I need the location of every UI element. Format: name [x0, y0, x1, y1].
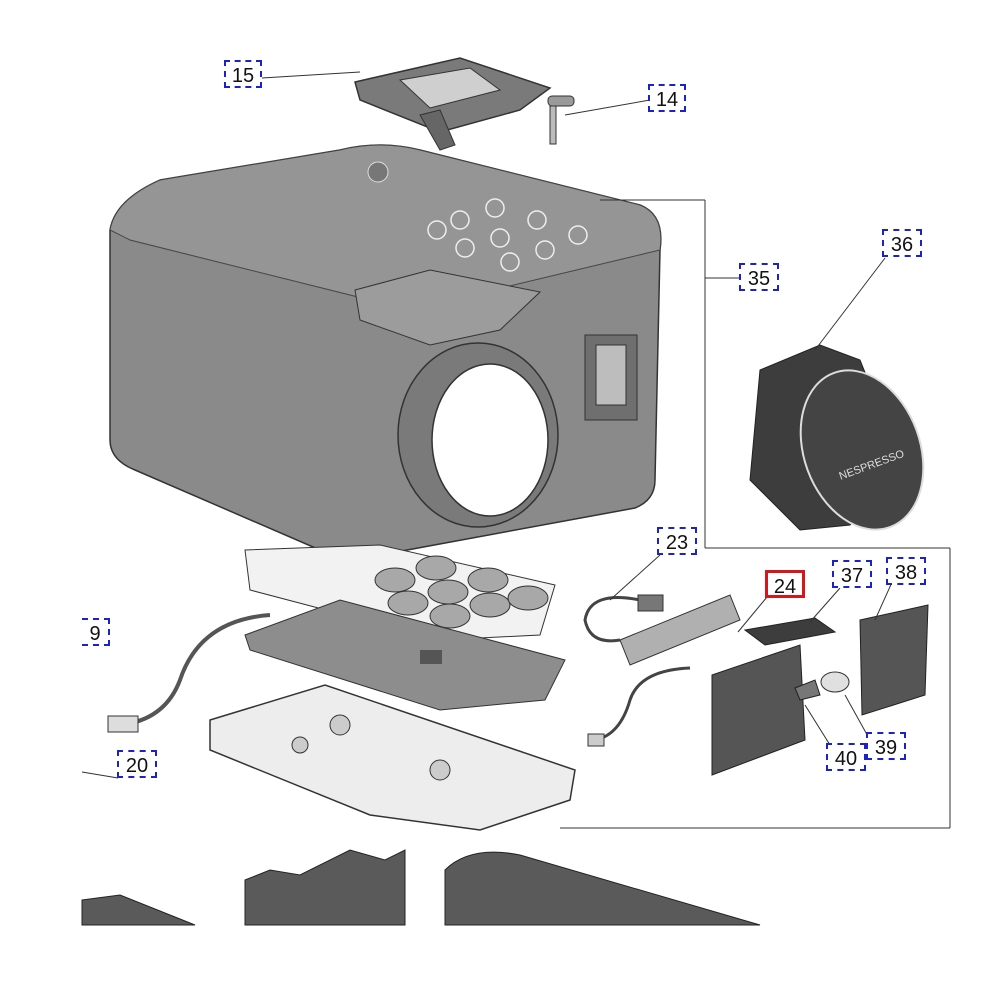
part-35-main-housing: [109, 144, 662, 558]
part-20-cable: [119, 613, 271, 727]
part-39-knob: [820, 671, 850, 693]
callout-40: 40: [826, 743, 866, 771]
part-lower-left: [81, 894, 196, 926]
part-40-spring: [794, 679, 821, 701]
part-15-top-insert: [354, 57, 552, 151]
part-37-plate: [743, 617, 837, 646]
callout-24: 24: [765, 570, 805, 598]
callout-14: 14: [648, 84, 686, 112]
part-36-nespresso-cover: NESPRESSO: [749, 344, 925, 531]
callout-19: 9: [82, 618, 110, 646]
part-14-pin: [547, 95, 575, 145]
part-23-sensor-cable: [583, 594, 691, 747]
part-bottom-tray: [209, 684, 576, 831]
callout-39: 39: [866, 732, 906, 760]
part-button-panel: [244, 544, 556, 641]
part-lower-frame: [244, 849, 406, 926]
callout-38: 38: [886, 557, 926, 585]
callout-37: 37: [832, 560, 872, 588]
part-20-connector: [107, 715, 139, 733]
callout-15: 15: [224, 60, 262, 88]
part-24-small-board: [619, 594, 741, 666]
part-38-door: [859, 604, 929, 716]
part-main-pcb: [244, 599, 566, 711]
part-lower-panel: [444, 851, 761, 926]
callout-23: 23: [657, 527, 697, 555]
callout-35: 35: [739, 263, 779, 291]
part-37-frame: [711, 644, 806, 776]
callout-36: 36: [882, 229, 922, 257]
leader-lines: [81, 71, 951, 829]
callout-20: 20: [117, 750, 157, 778]
